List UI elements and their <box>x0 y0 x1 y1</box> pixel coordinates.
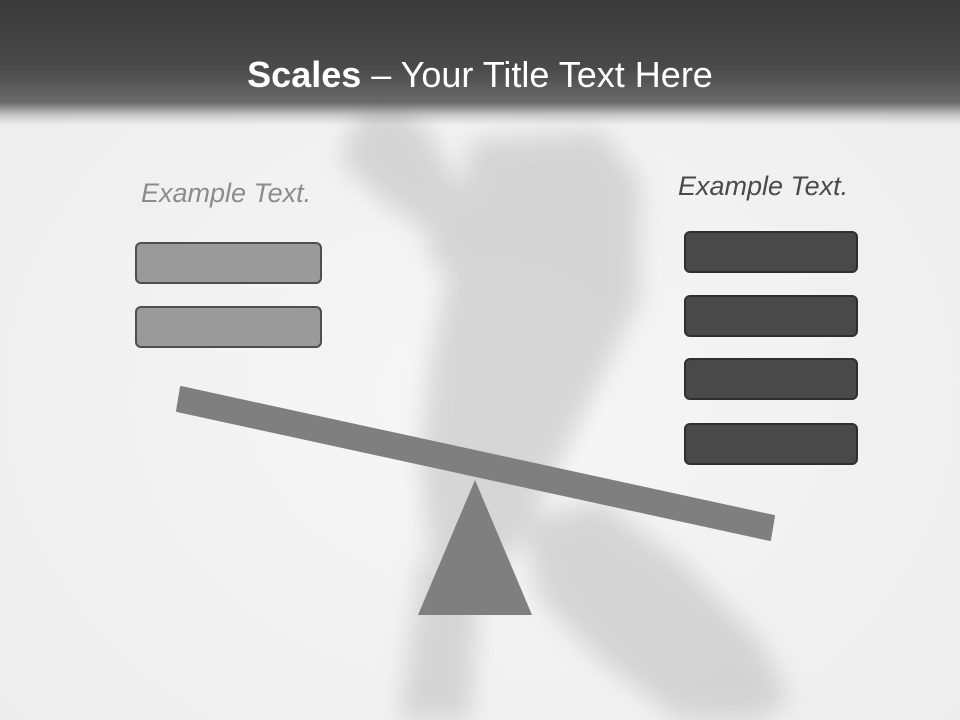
title-rest-text: – Your Title Text Here <box>361 54 713 95</box>
title-bold-word: Scales <box>247 54 362 95</box>
header-bar <box>0 0 960 125</box>
scale-fulcrum <box>418 480 532 615</box>
right-box-4 <box>684 423 858 465</box>
right-box-1 <box>684 231 858 273</box>
right-caption: Example Text. <box>678 171 849 201</box>
slide-title: Scales – Your Title Text Here <box>0 52 960 98</box>
left-box-1 <box>135 242 322 284</box>
left-caption: Example Text. <box>141 178 312 208</box>
right-box-3 <box>684 358 858 400</box>
scale-beam <box>176 386 775 541</box>
left-box-2 <box>135 306 322 348</box>
right-box-2 <box>684 295 858 337</box>
